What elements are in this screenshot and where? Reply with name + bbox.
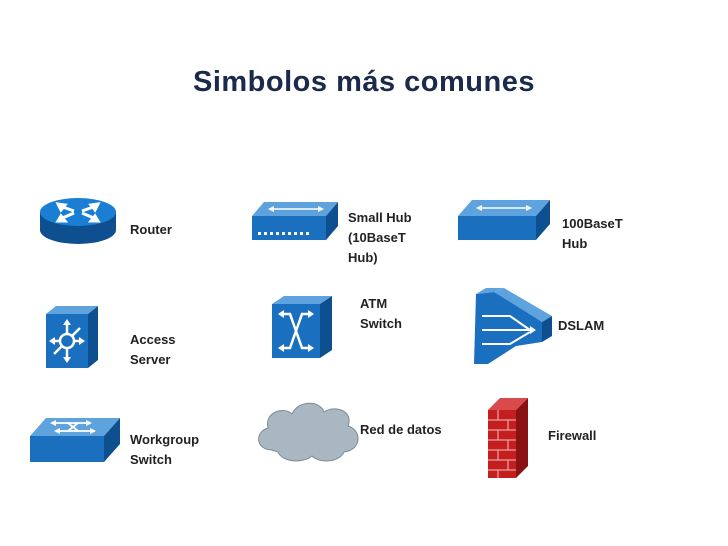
router-label: Router [130, 222, 172, 237]
workgroup-switch-icon [30, 418, 120, 462]
dslam-label: DSLAM [558, 318, 605, 333]
atm-switch-icon [272, 296, 332, 358]
hub-100baset-label: 100BaseT Hub [562, 216, 623, 251]
small-hub-label: Small Hub (10BaseT Hub) [348, 210, 412, 265]
small-hub-icon [252, 202, 338, 240]
dslam-icon [474, 288, 552, 364]
router-icon [40, 198, 116, 244]
data-network-label: Red de datos [360, 422, 442, 437]
atm-switch-label: ATM Switch [360, 296, 402, 331]
firewall-label: Firewall [548, 428, 597, 443]
access-server-label: Access Server [130, 332, 176, 367]
page-title: Simbolos más comunes [193, 66, 535, 98]
workgroup-switch-label: Workgroup Switch [130, 432, 200, 467]
hub-100baset-icon [458, 200, 550, 240]
access-server-icon [46, 306, 98, 368]
firewall-icon [488, 398, 528, 478]
cloud-icon [258, 402, 359, 462]
